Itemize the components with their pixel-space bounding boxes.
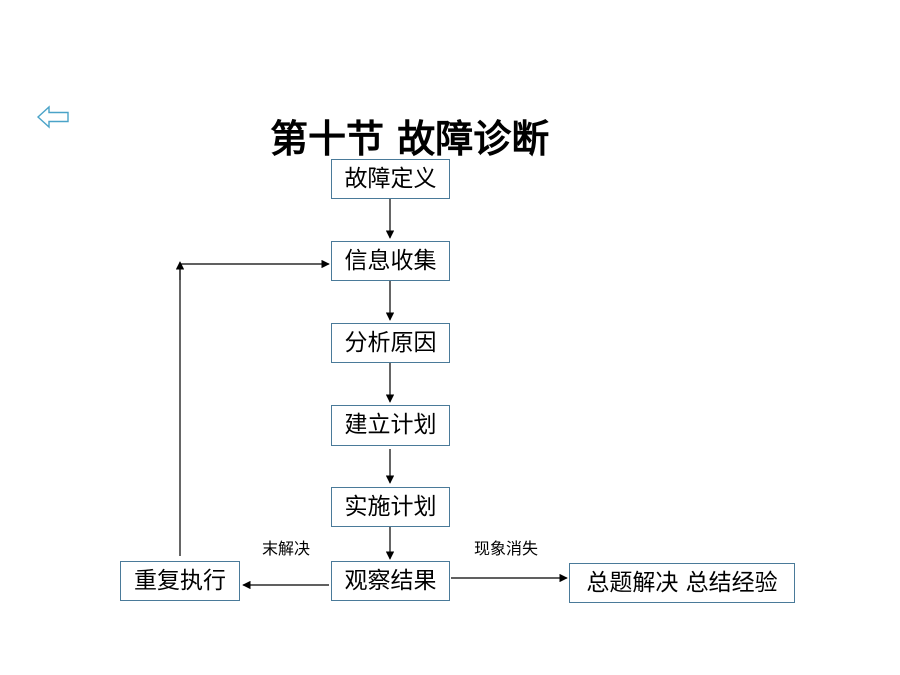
node-repeat-execution: 重复执行	[120, 561, 240, 601]
page-title: 第十节 故障诊断	[270, 117, 550, 161]
node-fault-definition: 故障定义	[331, 159, 450, 199]
edge-label-resolved: 现象消失	[474, 539, 539, 558]
node-build-plan: 建立计划	[331, 405, 450, 446]
node-observe-result: 观察结果	[331, 561, 450, 601]
node-execute-plan: 实施计划	[331, 487, 450, 527]
left-arrow-icon[interactable]	[36, 104, 70, 130]
node-analyze-cause: 分析原因	[331, 323, 450, 363]
arrow-repeat-to-collect	[179, 259, 330, 556]
edge-label-unresolved: 末解决	[262, 539, 311, 558]
node-info-collection: 信息收集	[331, 241, 450, 281]
node-resolved-summary: 总题解决 总结经验	[569, 563, 795, 603]
